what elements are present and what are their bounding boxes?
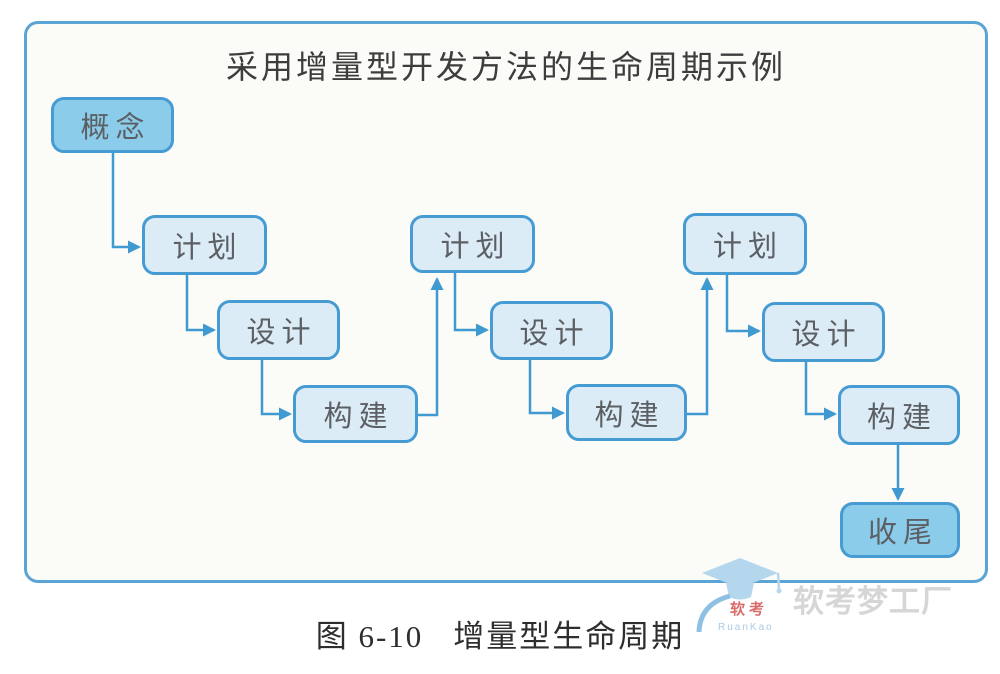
figure-title: 增量型生命周期 [453, 619, 685, 654]
diagram-title: 采用增量型开发方法的生命周期示例 [225, 49, 786, 85]
node-plan-1: 计划 [142, 215, 267, 275]
node-plan-3: 计划 [683, 213, 807, 275]
node-concept: 概念 [51, 97, 174, 153]
node-build-1: 构建 [293, 385, 418, 443]
node-design-1: 设计 [217, 300, 340, 360]
node-design-3: 设计 [762, 302, 885, 362]
node-closeout: 收尾 [840, 502, 960, 558]
node-build-2: 构建 [566, 384, 687, 441]
figure-label: 图 6-10 [315, 619, 424, 654]
node-plan-2: 计划 [410, 215, 535, 273]
figure-caption: 图 6-10 增量型生命周期 [0, 611, 1000, 656]
node-build-3: 构建 [838, 385, 960, 445]
node-design-2: 设计 [490, 301, 613, 360]
